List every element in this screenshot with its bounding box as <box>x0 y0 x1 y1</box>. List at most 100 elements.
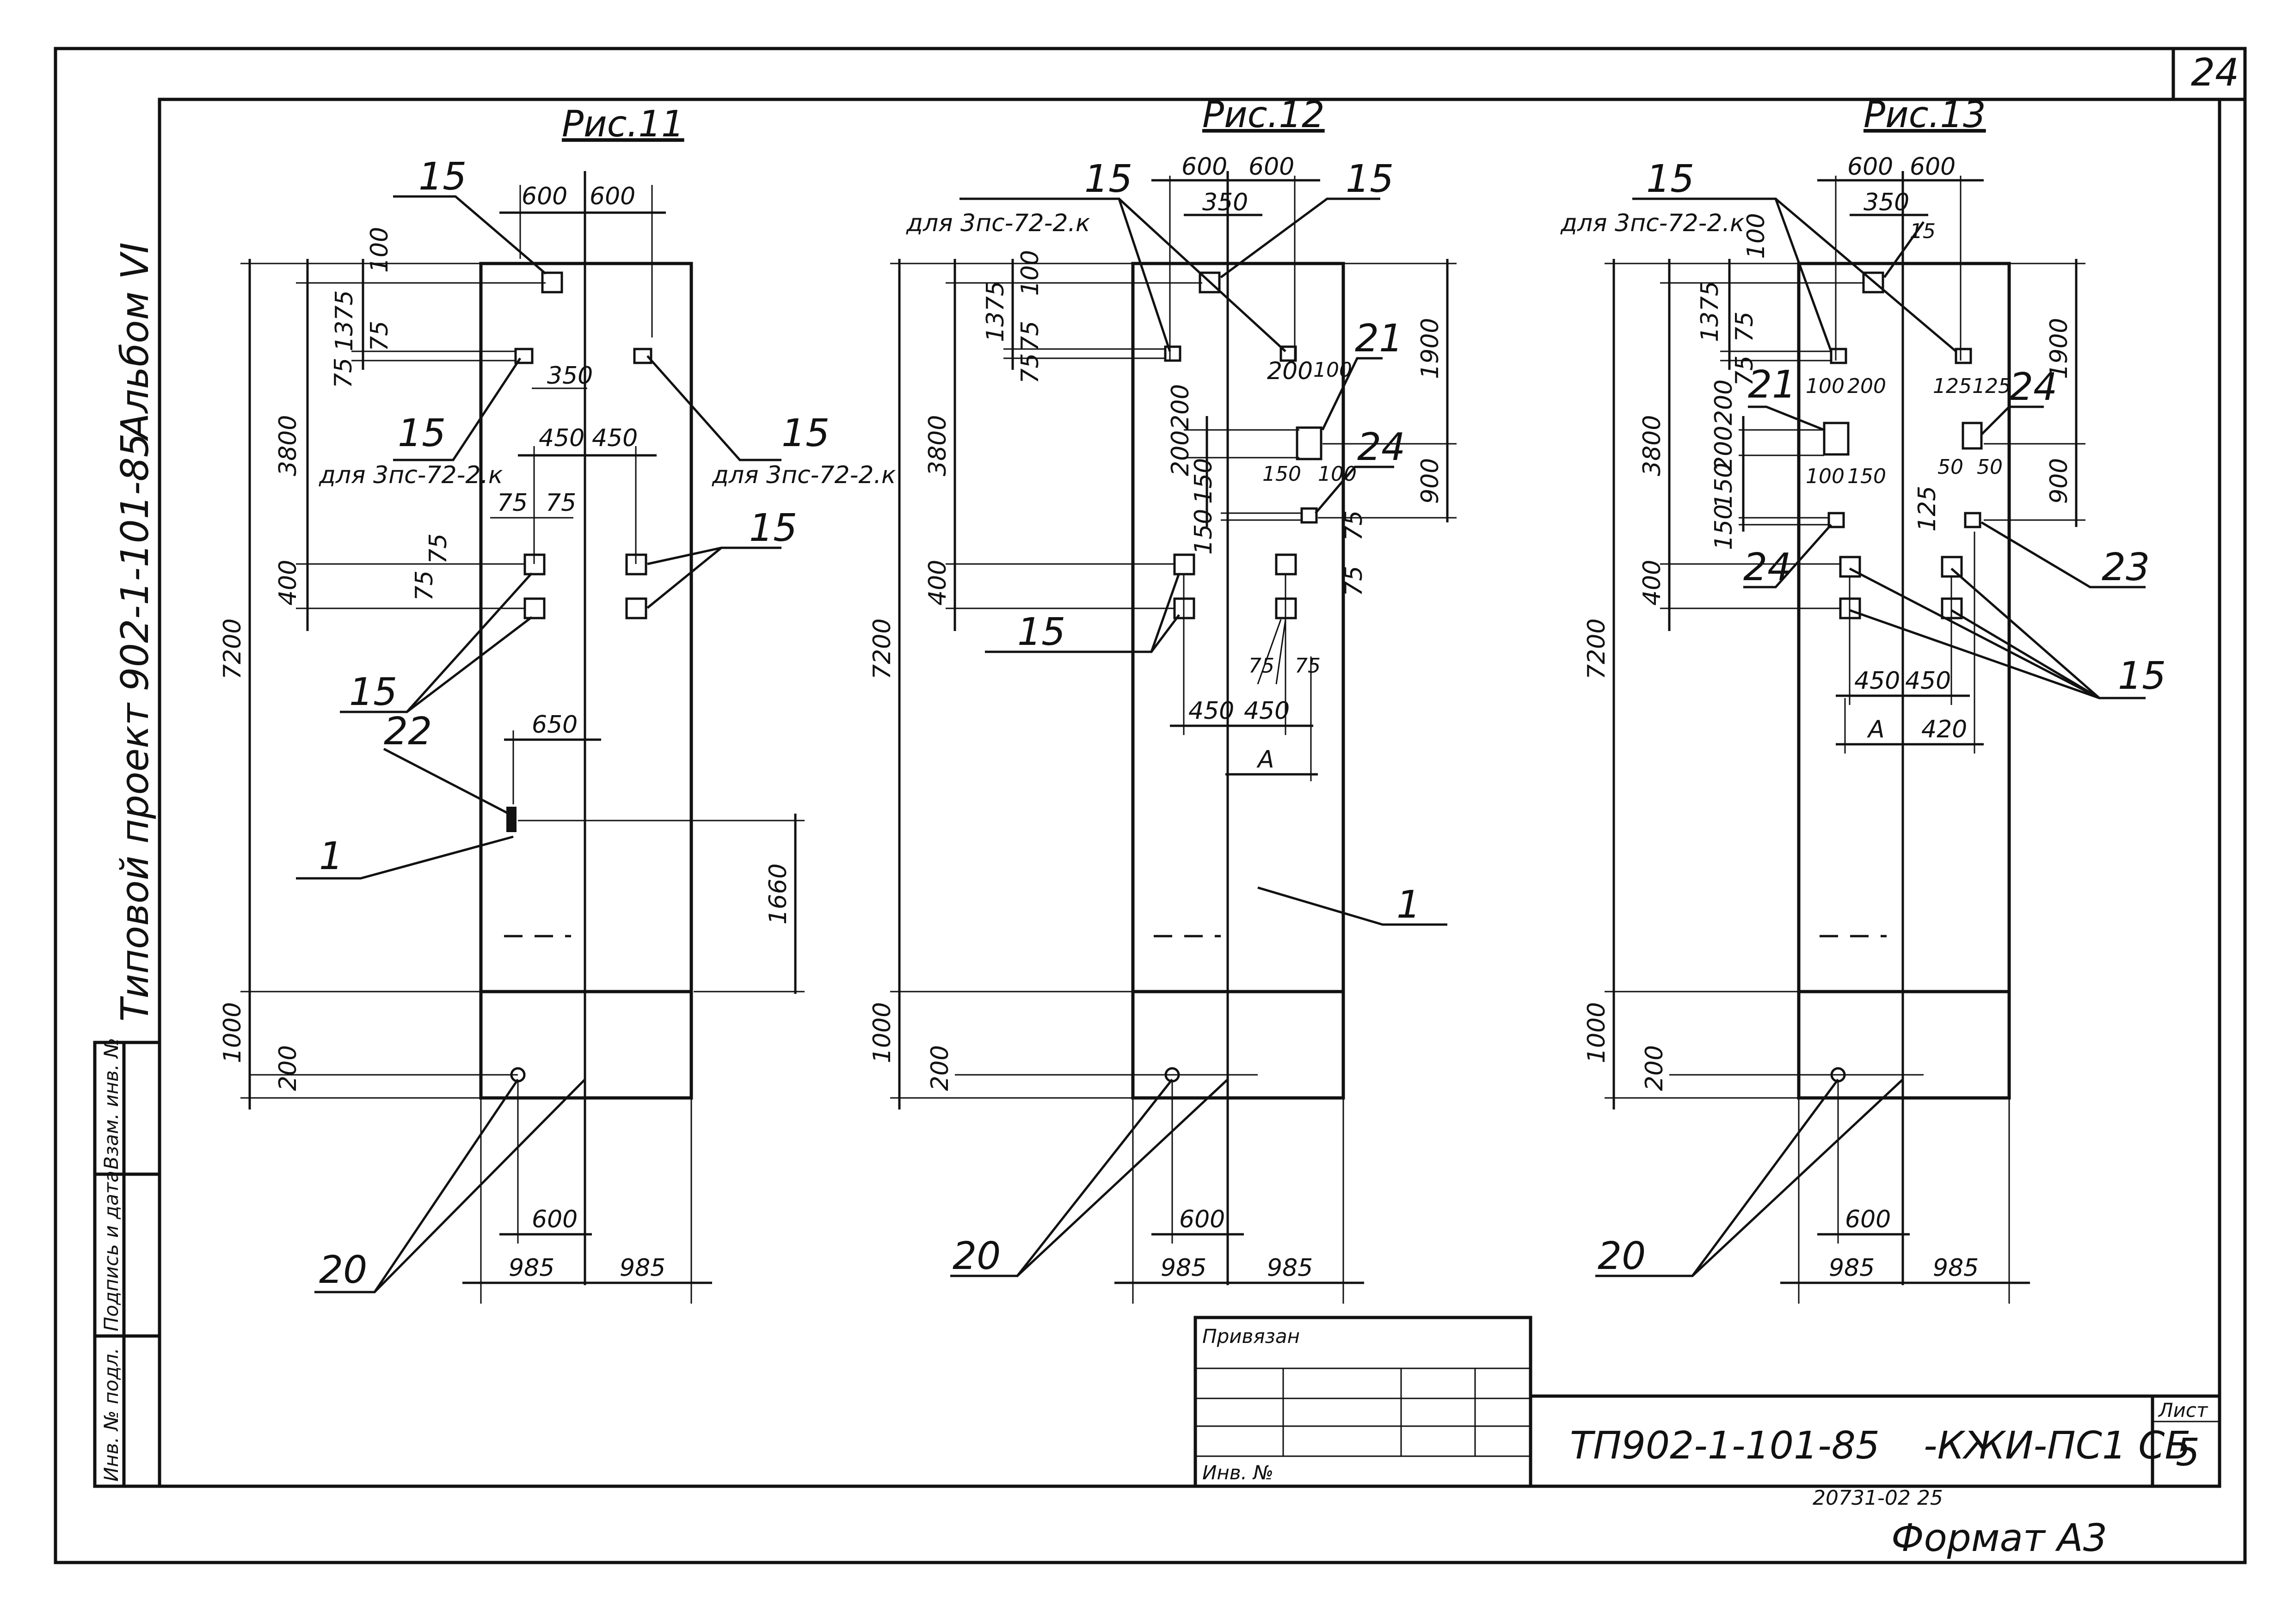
fig11-label-15a: 15 <box>418 155 467 199</box>
fig11-dim-left-75c: 75 <box>424 533 452 564</box>
fig12-dim-left-7200: 7200 <box>868 619 896 680</box>
fig12-dim-200: 200 <box>1267 357 1313 385</box>
fig11-note-a: для 3пс-72-2.к <box>319 461 503 489</box>
project-title: Типовой проект 902-1-101-85 <box>113 433 157 1022</box>
fig11-dim-left-75b: 75 <box>330 358 357 388</box>
fig13-dim-left-1000: 1000 <box>1583 1002 1611 1063</box>
fig13-dim-125c: 125 <box>1913 486 1941 532</box>
fig13-dim-600-bottom: 600 <box>1845 1206 1891 1233</box>
fig13-label-24a: 24 <box>2009 365 2057 409</box>
fig12-dim-100b: 100 <box>1318 462 1357 486</box>
inv-label: Инв. № <box>1202 1461 1273 1484</box>
fig12-plate-21 <box>1296 426 1322 460</box>
fig11-dim-650: 650 <box>532 711 578 739</box>
fig13-plate <box>1830 348 1847 364</box>
fig13-dim-A: А <box>1867 716 1885 743</box>
fig12-title: Рис.12 <box>1202 94 1325 136</box>
fig13-dim-left-75a: 75 <box>1731 312 1759 342</box>
fig13-label-15a: 15 <box>1646 157 1694 201</box>
fig13-dim-125b: 125 <box>1972 374 2011 398</box>
drawing-code: 20731-02 25 <box>1813 1486 1943 1510</box>
fig13-title: Рис.13 <box>1863 94 1986 136</box>
fig11-dim-top-600a: 600 <box>522 183 567 210</box>
fig13-dim-125a: 125 <box>1933 374 1972 398</box>
fig13-dim-mid-150b: 150 <box>1710 504 1738 550</box>
fig12-dim-450a: 450 <box>1188 697 1234 725</box>
fig12-dim-left-200: 200 <box>926 1045 954 1091</box>
fig11-dim-left-1000: 1000 <box>219 1002 246 1063</box>
fig13-dim-left-1375: 1375 <box>1696 281 1724 342</box>
fig11-dim-75b: 75 <box>546 489 576 517</box>
outer-frame <box>54 47 2247 1564</box>
fig12-dim-mid-150b: 150 <box>1190 509 1218 555</box>
fig11-label-15d: 15 <box>749 506 797 550</box>
fig13-dim-420: 420 <box>1921 716 1967 743</box>
fig13-label-23: 23 <box>2102 545 2150 589</box>
fig13-dim-right-1900: 1900 <box>2045 318 2073 379</box>
fig12-dim-150: 150 <box>1262 462 1301 486</box>
fig13-dim-450b: 450 <box>1905 667 1951 695</box>
fig12-dim-985a: 985 <box>1161 1254 1206 1282</box>
figure-13: Рис.13 600 600 350 100 200 100 150 125 <box>1560 94 2166 1304</box>
fig11-label-15b: 15 <box>398 411 446 455</box>
stamp-replace-inv: Взам. инв. № <box>100 1038 123 1170</box>
fig12-dim-top-600a: 600 <box>1181 153 1227 181</box>
fig12-plate-24 <box>1300 507 1318 524</box>
fig11-dim-left-3800: 3800 <box>274 415 302 476</box>
fig13-label-15b: 15 <box>1910 220 1936 243</box>
page-number-box: 24 <box>2171 47 2247 101</box>
fig12-dim-450b: 450 <box>1244 697 1290 725</box>
fig11-dim-left-75a: 75 <box>366 321 394 351</box>
fig13-dim-left-200: 200 <box>1641 1045 1668 1091</box>
fig11-dim-left-7200: 7200 <box>219 619 246 680</box>
fig13-dim-100b: 100 <box>1806 465 1845 488</box>
fig11-label-1: 1 <box>319 834 343 878</box>
fig11-dim-75a: 75 <box>497 489 528 517</box>
fig11-dim-left-100: 100 <box>366 227 394 273</box>
designation: ТП902-1-101-85 <box>1570 1424 1880 1468</box>
fig13-plate-23 <box>1964 512 1981 528</box>
fig13-plate-24b <box>1827 512 1845 528</box>
fig13-dim-left-3800: 3800 <box>1638 415 1666 476</box>
fig13-dim-left-75b: 75 <box>1731 355 1759 386</box>
fig13-label-15c: 15 <box>2118 654 2166 698</box>
fig12-dim-left-75b: 75 <box>1016 353 1044 384</box>
fig11-plate <box>523 597 546 619</box>
fig11-dim-985b: 985 <box>620 1254 665 1282</box>
fig11-dim-left-400: 400 <box>274 560 302 606</box>
side-stamp: Взам. инв. № Подпись и дата Инв. № подл. <box>93 1038 161 1488</box>
sheet-number: 5 <box>2176 1431 2200 1475</box>
stamp-inv-original: Инв. № подл. <box>100 1348 123 1482</box>
fig12-dim-left-1375: 1375 <box>982 281 1009 342</box>
fig13-dim-mid-200b: 200 <box>1710 426 1738 472</box>
fig13-plate <box>1955 348 1972 364</box>
title-block: Привязан Инв. № ТП902-1-101-85 -КЖИ-ПС1 … <box>1193 1316 2220 1488</box>
fig11-plate <box>625 597 647 619</box>
fig11-dim-left-200: 200 <box>274 1045 302 1091</box>
fig13-dim-mid-200a: 200 <box>1710 380 1738 425</box>
fig11-plate <box>633 348 652 364</box>
fig11-label-22: 22 <box>384 710 432 754</box>
fig11-insert-22 <box>506 807 517 832</box>
fig12-dim-100a: 100 <box>1313 358 1352 382</box>
fig11-label-15c: 15 <box>781 411 830 455</box>
fig13-dim-350: 350 <box>1863 189 1909 216</box>
fig13-dim-right-900: 900 <box>2045 458 2073 504</box>
designation-suffix: -КЖИ-ПС1 СБ <box>1924 1424 2191 1468</box>
fig13-dim-450a: 450 <box>1854 667 1900 695</box>
fig12-dim-left-100: 100 <box>1016 250 1044 296</box>
album-title: Альбом VI <box>113 242 157 441</box>
fig13-label-20: 20 <box>1598 1234 1646 1278</box>
fig13-dim-200a: 200 <box>1847 374 1886 398</box>
fig13-dim-top-600b: 600 <box>1910 153 1956 181</box>
fig13-label-21: 21 <box>1748 363 1796 407</box>
fig13-dim-left-100: 100 <box>1742 213 1770 259</box>
fig12-dim-left-75a: 75 <box>1016 321 1044 351</box>
fig12-dim-985b: 985 <box>1267 1254 1313 1282</box>
fig12-dim-left-3800: 3800 <box>924 415 952 476</box>
fig13-dim-top-600a: 600 <box>1847 153 1893 181</box>
fig13-dim-100a: 100 <box>1806 374 1845 398</box>
fig13-dim-985a: 985 <box>1829 1254 1875 1282</box>
fig12-dim-left-1000: 1000 <box>868 1002 896 1063</box>
